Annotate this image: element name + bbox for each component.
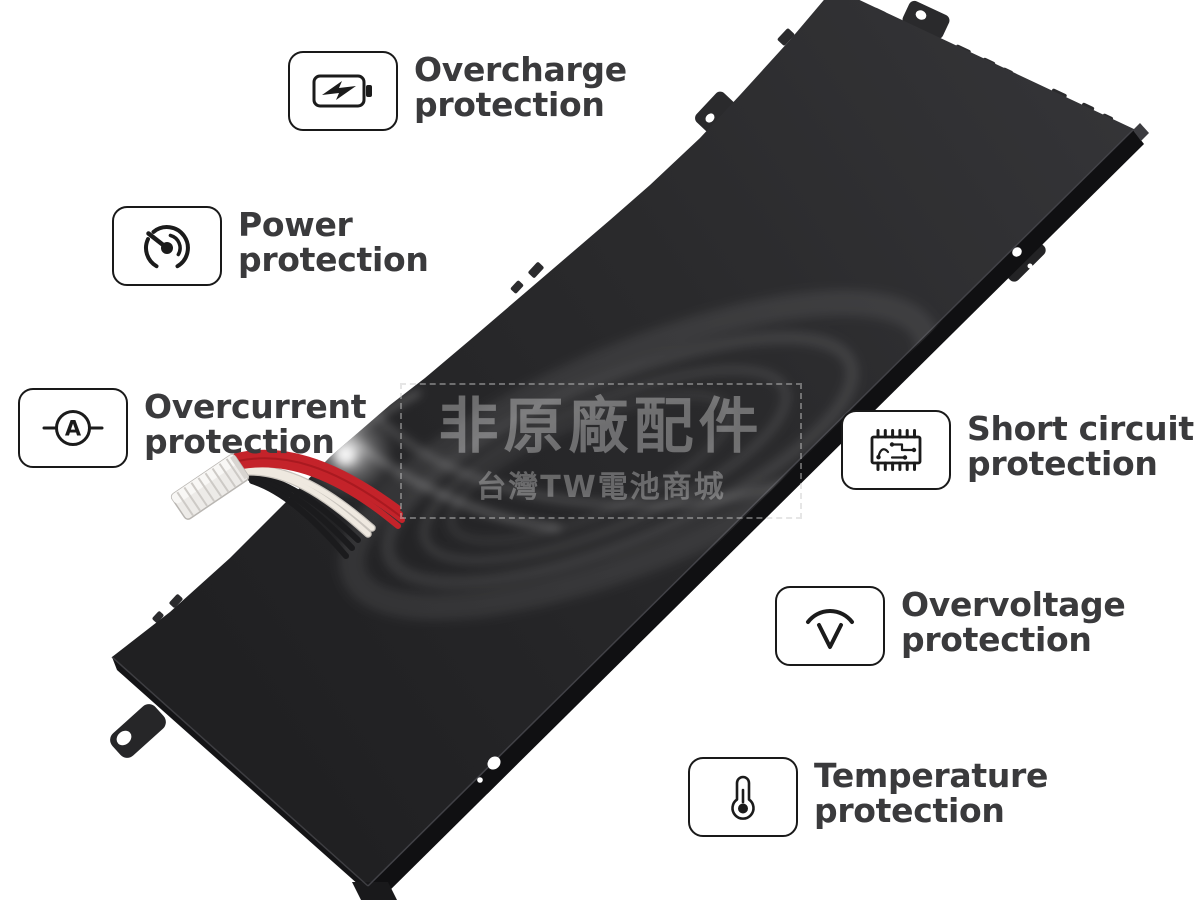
battery-wires (233, 449, 405, 559)
feature-callout-overcurrent: A Overcurrent protection (18, 388, 366, 468)
white-wires (240, 464, 376, 538)
battery-corner-foot (352, 882, 397, 900)
red-wires (233, 449, 405, 529)
feature-callout-temperature: Temperature protection (688, 757, 1048, 837)
ammeter-icon: A (42, 410, 104, 446)
feature-callout-overcharge: Overcharge protection (288, 51, 627, 131)
feature-callout-overvoltage: Overvoltage protection (775, 585, 1126, 666)
thermometer-icon (731, 775, 755, 820)
mount-tab-upper-left (695, 91, 735, 133)
battery-bolt-icon (312, 74, 372, 108)
tab-holes (116, 10, 1033, 783)
edge-sheen-left (111, 656, 369, 887)
feature-callout-power: Power protection (112, 206, 429, 286)
overcurrent-icon-box: A (18, 388, 128, 468)
short-circuit-icon-box (841, 410, 951, 490)
temperature-icon-box (688, 757, 798, 837)
feature-label: Overvoltage protection (901, 585, 1126, 659)
overvoltage-icon-box (775, 586, 885, 666)
red-wires-shade (237, 457, 401, 517)
mount-tab-lower-left (110, 704, 166, 758)
wire-connector (170, 454, 250, 520)
voltmeter-icon (806, 609, 854, 649)
feature-label: Short circuit protection (967, 409, 1194, 483)
black-wires (245, 472, 361, 559)
overcharge-icon-box (288, 51, 398, 131)
mount-tab-top (902, 0, 950, 40)
feature-label: Overcurrent protection (144, 387, 367, 461)
power-icon-box (112, 206, 222, 286)
battery-body (112, 0, 1136, 886)
gauge-icon (144, 225, 190, 269)
feature-label: Temperature protection (814, 756, 1049, 830)
chip-icon (870, 429, 922, 471)
battery-side-bottom (368, 130, 1144, 900)
svg-text:A: A (65, 417, 82, 441)
battery-side-left (112, 657, 377, 900)
feature-label: Power protection (238, 205, 429, 279)
feature-callout-short-circuit: Short circuit protection (841, 410, 1194, 490)
battery-corner-right (1133, 123, 1149, 141)
feature-label: Overcharge protection (414, 50, 627, 124)
